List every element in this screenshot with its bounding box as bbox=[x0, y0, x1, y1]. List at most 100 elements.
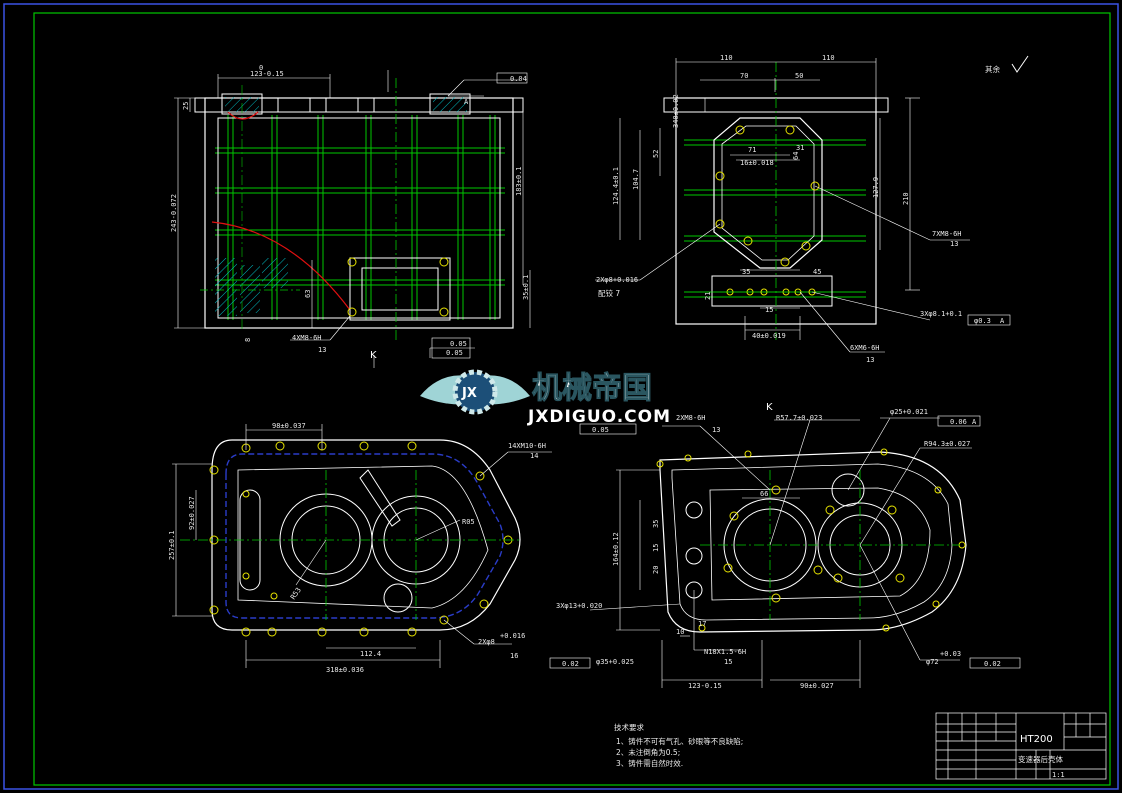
roughness-symbol-icon bbox=[1011, 55, 1029, 73]
thread-n18-depth: 15 bbox=[724, 658, 732, 666]
note-2: 2、未注倒角为0.5; bbox=[616, 747, 680, 757]
dim-r943: R94.3±0.027 bbox=[924, 440, 970, 448]
datum-a-top-right: A bbox=[1000, 317, 1005, 325]
hole-2x-sub: 配铰 7 bbox=[598, 288, 620, 298]
dim-top: 123-0.15 bbox=[250, 70, 284, 78]
hole-2x-bl: 2Xφ8 bbox=[478, 638, 495, 646]
dim-50: 50 bbox=[795, 72, 803, 80]
hole-3x: 3Xφ8.1+0.1 bbox=[920, 310, 962, 318]
title-block bbox=[935, 712, 1107, 780]
dim-20: 20 bbox=[652, 566, 660, 574]
datum-a-top-left: A bbox=[464, 98, 469, 106]
dim-66: 66 bbox=[760, 490, 768, 498]
dim-35-tr: 35 bbox=[742, 268, 750, 276]
view-k-label-2: K bbox=[766, 402, 773, 413]
thread-2x: 2XM8-6H bbox=[676, 414, 706, 422]
tol-002b: 0.02 bbox=[984, 660, 1001, 668]
hole-2x-bl-depth: 16 bbox=[510, 652, 518, 660]
note-3: 3、铸件需自然时效. bbox=[616, 758, 683, 768]
technical-notes: 技术要求 1、铸件不可有气孔、砂眼等不良缺陷; 2、未注倒角为0.5; 3、铸件… bbox=[614, 722, 743, 768]
dim-35-br: 35 bbox=[652, 520, 660, 528]
dim-10: 10 bbox=[676, 628, 684, 636]
tol-par: 0.05 bbox=[446, 349, 463, 357]
dim-123: 123-0.15 bbox=[688, 682, 722, 690]
watermark: JX 机械帝国 JXDIGUO.COM bbox=[420, 369, 671, 427]
dim-17: 17 bbox=[698, 620, 706, 628]
thread-6x-depth: 13 bbox=[866, 356, 874, 364]
dim-31: 31 bbox=[796, 144, 804, 152]
scale: 1:1 bbox=[1052, 771, 1065, 779]
dim-1279: 127.9 bbox=[872, 177, 880, 198]
dim-left-vert: 243-0.072 bbox=[170, 194, 178, 232]
dim-15-br: 15 bbox=[652, 544, 660, 552]
dim-r577: R57.7±0.023 bbox=[776, 414, 822, 422]
view-top-left: 0 123-0.15 243-0.072 25 183±0.1 35±0.1 6… bbox=[170, 64, 531, 368]
thread-6x: 6XM6-6H bbox=[850, 344, 880, 352]
dim-top-tol: 0 bbox=[259, 64, 263, 72]
thread-n18: N18X1.5-6H bbox=[704, 648, 746, 656]
pos-tol: φ0.3 bbox=[974, 317, 991, 325]
tol-002a: 0.02 bbox=[562, 660, 579, 668]
logo-letters: JX bbox=[461, 386, 477, 401]
dim-phi72-tol: +0.03 bbox=[940, 650, 961, 658]
dim-98: 98±0.037 bbox=[272, 422, 306, 430]
datum-a-br: A bbox=[972, 418, 977, 426]
dim-phi35: φ35+0.025 bbox=[596, 658, 634, 666]
note-1: 1、铸件不可有气孔、砂眼等不良缺陷; bbox=[616, 736, 743, 746]
dim-35: 35±0.1 bbox=[522, 275, 530, 300]
dim-318: 318±0.036 bbox=[326, 666, 364, 674]
dim-40: 40±0.019 bbox=[752, 332, 786, 340]
tol-flat: 0.04 bbox=[510, 75, 527, 83]
view-top-right: 110 110 70 50 340±0.02 52 71 31 16±0.018… bbox=[595, 54, 1011, 364]
dim-52: 52 bbox=[652, 150, 660, 158]
thread-callout: 4XM8-6H bbox=[292, 334, 322, 342]
dim-1244: 124.4±0.1 bbox=[612, 167, 620, 205]
dim-r05: R05 bbox=[462, 518, 475, 526]
dim-15-tr: 15 bbox=[765, 306, 773, 314]
notes-heading: 技术要求 bbox=[614, 722, 644, 732]
dim-340: 340±0.02 bbox=[672, 94, 680, 128]
dim-16: 16±0.018 bbox=[740, 159, 774, 167]
thread-7x-depth: 13 bbox=[950, 240, 958, 248]
view-bottom-left: 98±0.037 92±0.027 257±0.1 R05 R53 14XM10… bbox=[168, 422, 552, 674]
inner-frame bbox=[33, 12, 1111, 786]
dim-90: 90±0.027 bbox=[800, 682, 834, 690]
hole-2x: 2Xφ8+0.016 bbox=[596, 276, 638, 284]
dim-110b: 110 bbox=[822, 54, 835, 62]
part-name: 变速器后壳体 bbox=[1018, 754, 1063, 764]
view-k-label: K bbox=[370, 350, 377, 361]
hole-3x-br: 3Xφ13+0.020 bbox=[556, 602, 602, 610]
thread-7x: 7XM8-6H bbox=[932, 230, 962, 238]
dim-45: 45 bbox=[813, 268, 821, 276]
hole-2x-bl-tol: +0.016 bbox=[500, 632, 525, 640]
thread-2x-depth: 13 bbox=[712, 426, 720, 434]
material: HT200 bbox=[1020, 734, 1053, 745]
dim-257: 257±0.1 bbox=[168, 530, 176, 560]
thread-14x: 14XM10-6H bbox=[508, 442, 546, 450]
dim-phi72: φ72 bbox=[926, 658, 939, 666]
watermark-site: JXDIGUO.COM bbox=[527, 407, 671, 427]
dim-71: 71 bbox=[748, 146, 756, 154]
dim-1047: 104.7 bbox=[632, 169, 640, 190]
view-bottom-right: 2XM8-6H 13 0.05 K R57.7±0.023 φ25+0.021 … bbox=[549, 402, 1021, 690]
dim-25: 25 bbox=[182, 102, 190, 110]
dim-92: 92±0.027 bbox=[188, 496, 196, 530]
gear-icon bbox=[452, 369, 498, 415]
tol-006: 0.06 bbox=[950, 418, 967, 426]
dim-64: 64 bbox=[792, 152, 800, 160]
dim-70: 70 bbox=[740, 72, 748, 80]
roughness-note: 其余 bbox=[985, 64, 1000, 74]
dim-8: 8 bbox=[244, 338, 252, 342]
dim-210: 210 bbox=[902, 192, 910, 205]
dim-164: 164±0.12 bbox=[612, 532, 620, 566]
dim-r53: R53 bbox=[289, 586, 303, 601]
dim-1124: 112.4 bbox=[360, 650, 381, 658]
dim-phi25: φ25+0.021 bbox=[890, 408, 928, 416]
tol-box: 0.05 bbox=[592, 426, 609, 434]
thread-depth: 13 bbox=[318, 346, 326, 354]
dim-110a: 110 bbox=[720, 54, 733, 62]
dim-right-vert: 183±0.1 bbox=[515, 166, 523, 196]
watermark-name: 机械帝国 bbox=[532, 371, 652, 406]
dim-21: 21 bbox=[704, 292, 712, 300]
